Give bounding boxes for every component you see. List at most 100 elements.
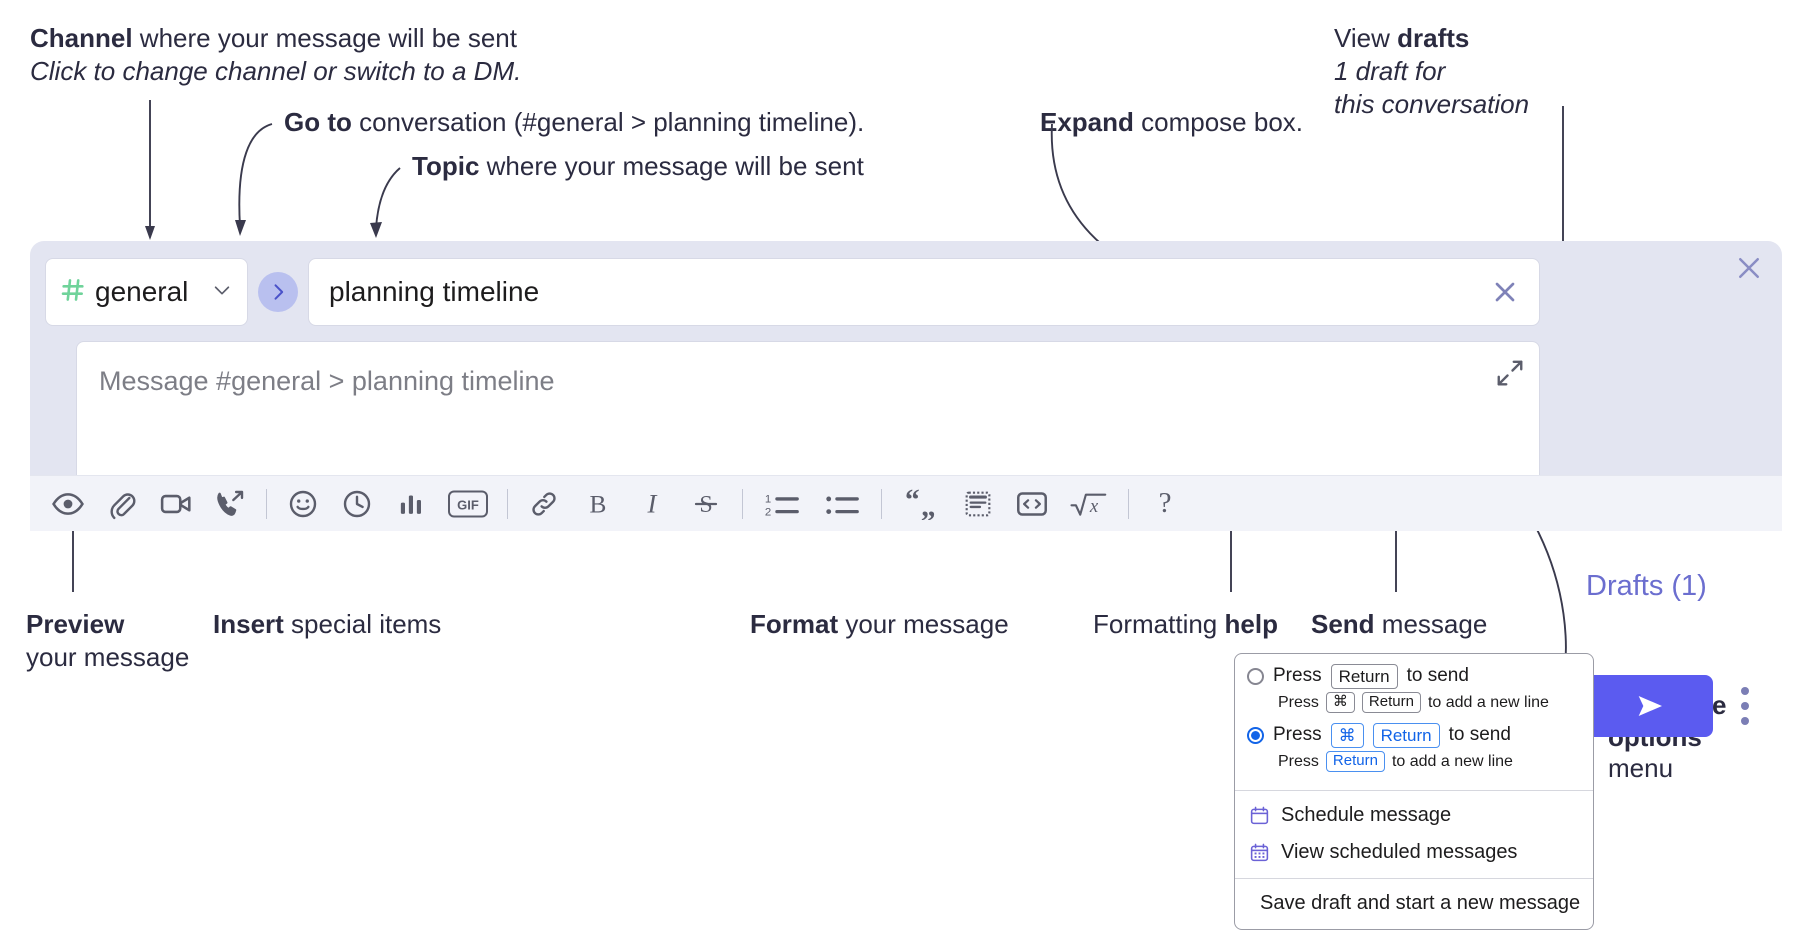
annotation-format-bold: Format — [750, 609, 839, 639]
chevron-down-icon — [211, 279, 233, 306]
option-b-subtext: Press Return to add a new line — [1278, 751, 1581, 772]
goto-conversation-button[interactable] — [258, 272, 298, 312]
compose-options-menu: Press Return to send Press ⌘ Return to a… — [1234, 653, 1594, 930]
kebab-menu-icon — [1741, 717, 1749, 725]
italic-button[interactable]: I — [630, 484, 674, 524]
key-return: Return — [1361, 692, 1421, 713]
annotation-channel: Channel where your message will be sent … — [30, 22, 521, 88]
eye-icon — [52, 492, 84, 515]
annotation-send: Send message — [1311, 608, 1487, 641]
draft-menu-group: Save draft and start a new message — [1235, 879, 1593, 929]
annotation-channel-bold: Channel — [30, 23, 133, 53]
topic-value: planning timeline — [329, 276, 540, 307]
topic-input[interactable]: planning timeline — [308, 258, 1540, 326]
compose-box: general planning timeline — [30, 241, 1782, 737]
strikethrough-icon: S — [694, 492, 718, 518]
key-return: Return — [1330, 664, 1398, 690]
bulleted-list-icon — [826, 496, 859, 514]
svg-text:x: x — [1089, 496, 1099, 517]
annotation-expand-bold: Expand — [1040, 107, 1134, 137]
strikethrough-button[interactable]: S — [684, 484, 728, 524]
expand-compose-button[interactable] — [1495, 358, 1525, 388]
poll-button[interactable] — [389, 484, 433, 524]
annotation-format: Format your message — [750, 608, 1009, 641]
menu-divider — [1235, 790, 1593, 791]
annotation-topic-rest: where your message will be sent — [479, 151, 864, 181]
menu-item-save-draft[interactable]: Save draft and start a new message — [1235, 885, 1593, 922]
expand-diagonal-icon — [1497, 360, 1523, 386]
formatting-help-button[interactable]: ? — [1143, 484, 1187, 524]
annotation-compose-options-l3: menu — [1608, 753, 1674, 784]
drafts-link[interactable]: Drafts (1) — [1586, 570, 1707, 602]
leader-topic — [375, 167, 401, 229]
option-a-subtext: Press ⌘ Return to add a new line — [1278, 692, 1581, 713]
close-icon — [1495, 282, 1515, 302]
clock-icon — [343, 490, 371, 517]
annotation-drafts-sub1: 1 draft for — [1334, 56, 1446, 87]
menu-item-label: View scheduled messages — [1281, 841, 1518, 863]
option-return-to-send[interactable]: Press Return to send — [1247, 664, 1581, 690]
radio-cmd-return-to-send[interactable] — [1247, 727, 1264, 745]
preview-button[interactable] — [46, 484, 90, 524]
code-block-button[interactable] — [956, 484, 1000, 524]
radio-return-to-send[interactable] — [1247, 668, 1264, 686]
emoji-smiley-icon — [289, 490, 317, 517]
bold-button[interactable]: B — [576, 484, 620, 524]
annotation-preview-line2: your message — [26, 642, 190, 673]
annotation-topic: Topic where your message will be sent — [412, 150, 864, 183]
video-camera-icon — [160, 494, 191, 513]
annotation-help-plain: Formatting — [1093, 609, 1225, 639]
record-audio-button[interactable] — [208, 484, 252, 524]
link-button[interactable] — [522, 484, 566, 524]
annotation-insert: Insert special items — [213, 608, 441, 641]
annotation-send-rest: message — [1374, 609, 1488, 639]
option-cmd-return-to-send[interactable]: Press ⌘ Return to send — [1247, 723, 1581, 749]
compose-options-button[interactable] — [1730, 679, 1760, 733]
channel-selector-button[interactable]: general — [45, 258, 248, 326]
code-button[interactable] — [1010, 484, 1054, 524]
gif-icon: GIF — [448, 490, 488, 517]
annotation-preview: Preview your message — [26, 608, 189, 674]
record-video-button[interactable] — [154, 484, 198, 524]
blockquote-button[interactable]: “ „ — [896, 484, 946, 524]
annotation-goto: Go to conversation (#general > planning … — [284, 106, 864, 139]
gif-button[interactable]: GIF — [443, 484, 493, 524]
message-input-area[interactable]: Message #general > planning timeline — [76, 341, 1540, 499]
reminder-button[interactable] — [335, 484, 379, 524]
annotation-drafts-bold: drafts — [1397, 23, 1470, 53]
annotation-send-bold: Send — [1311, 609, 1375, 639]
leader-goto — [238, 123, 273, 227]
option-a-pre: Press — [1273, 665, 1322, 687]
ordered-list-button[interactable]: 1 2 — [757, 484, 807, 524]
menu-item-view-scheduled[interactable]: View scheduled messages — [1235, 834, 1593, 871]
code-block-icon — [965, 491, 991, 516]
menu-divider — [1235, 878, 1593, 879]
math-button[interactable]: x — [1064, 484, 1114, 524]
toolbar-separator — [742, 488, 743, 519]
bulleted-list-button[interactable] — [817, 484, 867, 524]
schedule-menu-group: Schedule message View sched — [1235, 791, 1593, 878]
option-b-post: to send — [1448, 724, 1511, 746]
menu-item-schedule-message[interactable]: Schedule message — [1235, 797, 1593, 834]
svg-text:GIF: GIF — [457, 497, 479, 512]
question-mark-icon: ? — [1158, 487, 1172, 519]
svg-text:2: 2 — [765, 506, 771, 518]
attach-file-button[interactable] — [100, 484, 144, 524]
chevron-right-icon — [274, 284, 284, 300]
kebab-menu-icon — [1741, 687, 1749, 695]
close-compose-button[interactable] — [1734, 253, 1764, 283]
annotation-formatting-help: Formatting help — [1093, 608, 1278, 641]
key-command: ⌘ — [1325, 692, 1355, 713]
message-placeholder: Message #general > planning timeline — [99, 366, 555, 396]
option-b-sub-pre: Press — [1278, 752, 1319, 770]
phone-forward-icon — [217, 490, 244, 516]
emoji-button[interactable] — [281, 484, 325, 524]
bar-chart-icon — [400, 494, 421, 514]
send-button[interactable] — [1586, 675, 1713, 737]
annotation-insert-rest: special items — [283, 609, 442, 639]
annotation-format-rest: your message — [838, 609, 1009, 639]
topic-clear-button[interactable] — [1489, 276, 1521, 308]
annotation-drafts: View drafts 1 draft for this conversatio… — [1334, 22, 1529, 121]
key-command: ⌘ — [1330, 723, 1364, 749]
